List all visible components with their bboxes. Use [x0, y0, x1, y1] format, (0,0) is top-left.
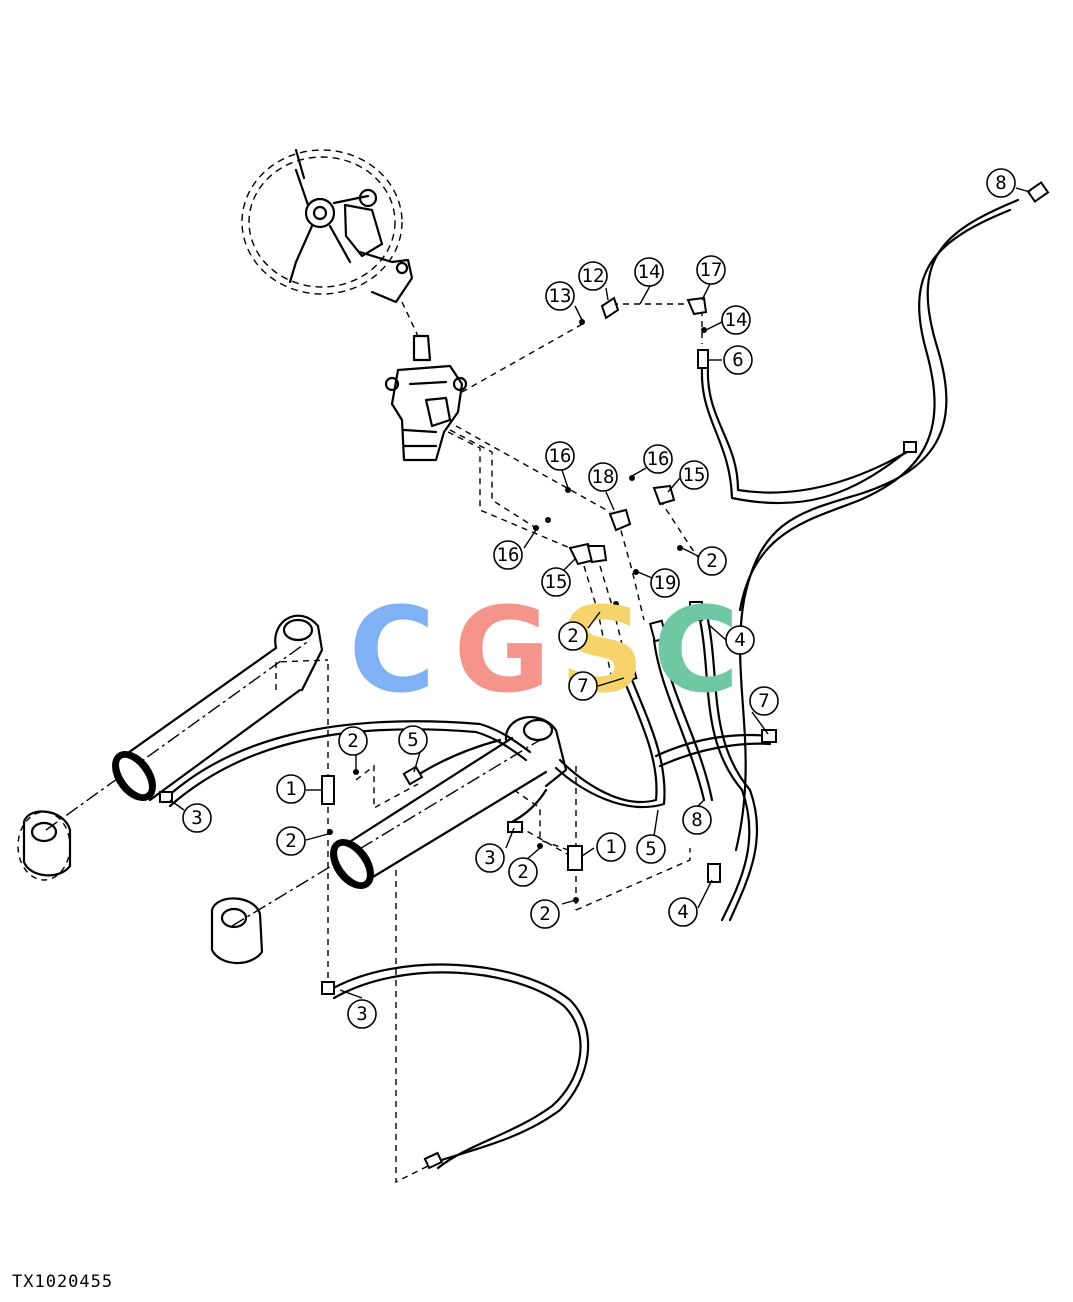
svg-text:1: 1	[605, 836, 616, 858]
callout: 16	[545, 441, 575, 471]
svg-text:2: 2	[285, 830, 296, 852]
callout: 7	[749, 686, 779, 716]
callout: 3	[347, 999, 377, 1029]
callout: 3	[182, 803, 212, 833]
callout: 2	[530, 899, 560, 929]
svg-text:13: 13	[549, 285, 572, 307]
callout: 14	[634, 257, 664, 287]
callout: 2	[508, 857, 538, 887]
callout: 15	[679, 460, 709, 490]
column-link	[401, 301, 419, 337]
callout: 5	[636, 834, 666, 864]
callout: 7	[568, 671, 598, 701]
watermark-letter: G	[454, 581, 551, 719]
svg-text:2: 2	[567, 625, 578, 647]
figure-code: TX1020455	[12, 1272, 114, 1292]
callout: 5	[398, 725, 428, 755]
callout: 8	[682, 805, 712, 835]
callout: 2	[338, 726, 368, 756]
svg-text:17: 17	[700, 259, 723, 281]
steering-wheel	[241, 148, 414, 304]
svg-text:7: 7	[758, 690, 769, 712]
callout: 1	[596, 832, 626, 862]
svg-text:15: 15	[545, 571, 568, 593]
svg-text:15: 15	[683, 464, 706, 486]
callout: 8	[986, 168, 1016, 198]
callout: 13	[545, 281, 575, 311]
svg-text:8: 8	[691, 809, 702, 831]
svg-text:2: 2	[539, 903, 550, 925]
svg-text:6: 6	[732, 349, 743, 371]
callout: 6	[723, 345, 753, 375]
callout: 2	[558, 621, 588, 651]
callout: 12	[578, 261, 608, 291]
watermark-letter: C	[653, 581, 740, 719]
callout: 16	[643, 444, 673, 474]
hose-fittings	[159, 181, 1050, 1170]
callout-leaders	[169, 187, 1031, 999]
svg-text:16: 16	[549, 445, 572, 467]
svg-text:4: 4	[677, 901, 688, 923]
callout: 16	[493, 540, 523, 570]
svg-text:7: 7	[577, 675, 588, 697]
svg-text:3: 3	[356, 1003, 367, 1025]
callout: 14	[721, 305, 751, 335]
svg-text:2: 2	[706, 550, 717, 572]
callout-labels: 8 12 14 17 13 14 6 16 16 18 15 2 16 15 1…	[182, 168, 1016, 1029]
svg-text:5: 5	[645, 838, 656, 860]
callout: 18	[588, 462, 618, 492]
callout: 15	[541, 567, 571, 597]
callout: 1	[276, 774, 306, 804]
svg-text:3: 3	[191, 807, 202, 829]
watermark-letter: C	[349, 581, 436, 719]
callout: 19	[650, 568, 680, 598]
svg-text:14: 14	[725, 309, 748, 331]
svg-text:2: 2	[347, 730, 358, 752]
svg-text:1: 1	[285, 778, 296, 800]
callout: 2	[276, 826, 306, 856]
svg-text:5: 5	[407, 729, 418, 751]
steering-valve	[384, 334, 468, 462]
watermark: C G S C	[349, 581, 740, 719]
svg-text:18: 18	[592, 466, 615, 488]
svg-text:4: 4	[734, 629, 745, 651]
svg-text:3: 3	[484, 847, 495, 869]
svg-text:8: 8	[995, 172, 1006, 194]
callout: 17	[696, 255, 726, 285]
svg-text:16: 16	[497, 544, 520, 566]
callout: 4	[725, 625, 755, 655]
callout: 3	[475, 843, 505, 873]
svg-text:19: 19	[654, 572, 677, 594]
svg-text:12: 12	[582, 265, 605, 287]
svg-text:14: 14	[638, 261, 661, 283]
lower-steering-cylinder	[210, 716, 568, 965]
svg-text:2: 2	[517, 861, 528, 883]
upper-steering-cylinder	[17, 614, 324, 881]
callout: 4	[668, 897, 698, 927]
callout: 2	[697, 546, 727, 576]
svg-text:16: 16	[647, 448, 670, 470]
